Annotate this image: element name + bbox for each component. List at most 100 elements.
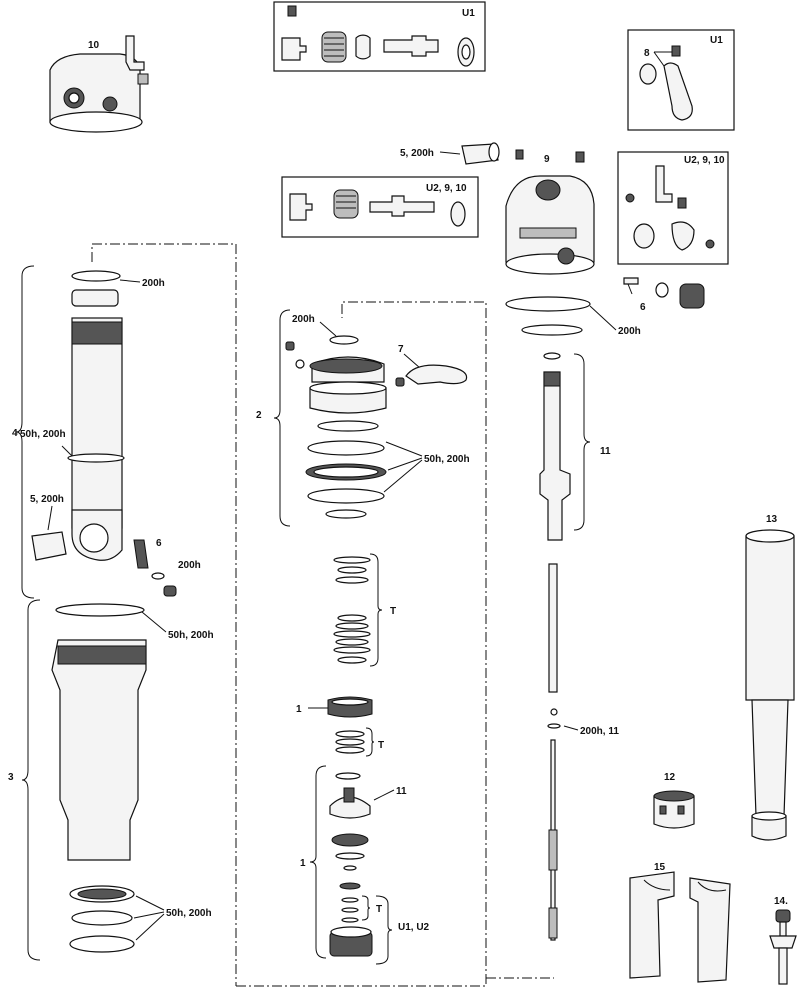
cup-washer — [355, 34, 371, 60]
part-13-cylinder: 13 — [745, 514, 795, 841]
part-10-top-cap: 10 — [49, 35, 149, 133]
glide-ring-4 — [307, 488, 385, 504]
part-6-valve-left: 6 200h — [133, 538, 201, 597]
seal-b2 — [71, 910, 133, 926]
label-u1-right: U1 — [710, 35, 723, 46]
brace-11 — [573, 353, 591, 531]
label-1-a: 1 — [296, 704, 302, 715]
lever-arm — [125, 35, 145, 71]
brace-3 — [21, 599, 41, 961]
label-2: 2 — [256, 410, 262, 421]
bushing-5-left — [31, 531, 67, 561]
label-15: 15 — [654, 862, 666, 873]
part-2-piston: 200h 7 2 50h, 200h — [256, 309, 470, 527]
body-shell — [51, 639, 147, 861]
shim-stack-t1: T — [333, 553, 396, 667]
label-8: 8 — [644, 48, 650, 59]
label-50h-200h-mid: 50h, 200h — [424, 454, 470, 465]
label-13: 13 — [766, 514, 778, 525]
label-11-mid: 11 — [396, 786, 407, 797]
oring-2 — [329, 335, 359, 345]
spring-coil — [321, 31, 347, 63]
label-6-right: 6 — [640, 302, 646, 313]
bushing-right — [633, 223, 655, 249]
part-12-tool: 12 — [653, 772, 695, 829]
label-50h-200h-body: 50h, 200h — [168, 630, 214, 641]
oring-3-top — [55, 603, 145, 617]
kit-box-u2-mid: U2, 9, 10 — [281, 176, 479, 238]
label-14: 14. — [774, 896, 788, 907]
label-50h-200h-bottom: 50h, 200h — [166, 908, 212, 919]
label-200h-right: 200h — [618, 326, 641, 337]
label-1-b: 1 — [300, 858, 306, 869]
label-u1-top: U1 — [462, 8, 475, 19]
seal-b3 — [69, 935, 135, 953]
part-9-head — [505, 175, 595, 275]
lever-8 — [663, 62, 693, 121]
label-50h-200h-left: 50h, 200h — [20, 429, 66, 440]
kit-box-outline-right2 — [617, 151, 729, 265]
shaft-mid — [369, 195, 435, 217]
bottom-seals-3: 50h, 200h — [69, 885, 212, 953]
shaft-valve — [383, 35, 439, 57]
washer-2 — [325, 509, 367, 519]
glide-ring-1 — [317, 420, 379, 432]
part-5-9-group: 5, 200h 9 — [400, 142, 585, 165]
washer-mid — [450, 201, 466, 227]
label-12: 12 — [664, 772, 676, 783]
set-screw — [287, 5, 297, 17]
label-7: 7 — [398, 344, 404, 355]
brace-4 — [15, 265, 35, 599]
port-right — [102, 96, 118, 112]
cap-left — [163, 585, 177, 597]
piston-1b — [331, 833, 369, 847]
label-11-right: 11 — [600, 446, 611, 457]
oring-head-1 — [505, 296, 591, 312]
label-t-1: T — [390, 606, 396, 617]
knob-right — [671, 221, 695, 251]
block-15a — [629, 871, 675, 979]
cylinder-4 — [71, 317, 123, 529]
inner-rod — [548, 563, 558, 693]
piston-plug — [281, 37, 307, 61]
label-200h-11: 200h, 11 — [580, 726, 619, 737]
oring-head-2 — [521, 324, 583, 336]
part-15-blocks: 15 — [629, 862, 731, 983]
label-200h-left-small: 200h — [178, 560, 201, 571]
kit-box-outline — [273, 1, 486, 72]
valve-core-right — [623, 277, 639, 285]
label-3: 3 — [8, 772, 14, 783]
kit-box-outline-right — [627, 29, 735, 131]
bolt-head-14 — [775, 909, 791, 923]
small-screw-9b — [575, 151, 585, 163]
brace-t3 — [361, 895, 371, 921]
part-4-air-can: 200h 4 50h, 200h 5, 200h — [12, 265, 165, 599]
valve-body-11 — [329, 796, 371, 819]
brace-u1-u2 — [375, 895, 393, 965]
valve-core-left — [133, 539, 149, 569]
label-200h-upper-left: 200h — [142, 278, 165, 289]
label-t-3: T — [376, 904, 382, 915]
block-15b — [689, 877, 731, 983]
label-10: 10 — [88, 40, 100, 51]
label-u1-u2: U1, U2 — [398, 922, 430, 933]
part-14-tool: 14. — [769, 896, 797, 985]
label-5-200h-left: 5, 200h — [30, 494, 64, 505]
screw-8 — [671, 45, 681, 57]
band-4 — [67, 453, 125, 463]
label-4: 4 — [12, 428, 18, 439]
brace-2 — [273, 309, 291, 527]
part-11-shaft: 11 200h, 11 — [539, 352, 619, 941]
label-t-2: T — [378, 740, 384, 751]
kit-box-u2-right: U2, 9, 10 — [617, 151, 729, 265]
label-u2-9-10-mid: U2, 9, 10 — [426, 183, 467, 194]
glide-ring-2 — [307, 440, 385, 456]
part-1-upper: 1 T — [296, 696, 384, 757]
part-1-lower: 11 T 1 U1, U2 — [300, 765, 430, 965]
dash-frame-left — [91, 243, 237, 986]
head-orings: 200h — [505, 296, 641, 337]
dash-frame-mid — [236, 301, 487, 987]
bracket — [655, 165, 673, 203]
